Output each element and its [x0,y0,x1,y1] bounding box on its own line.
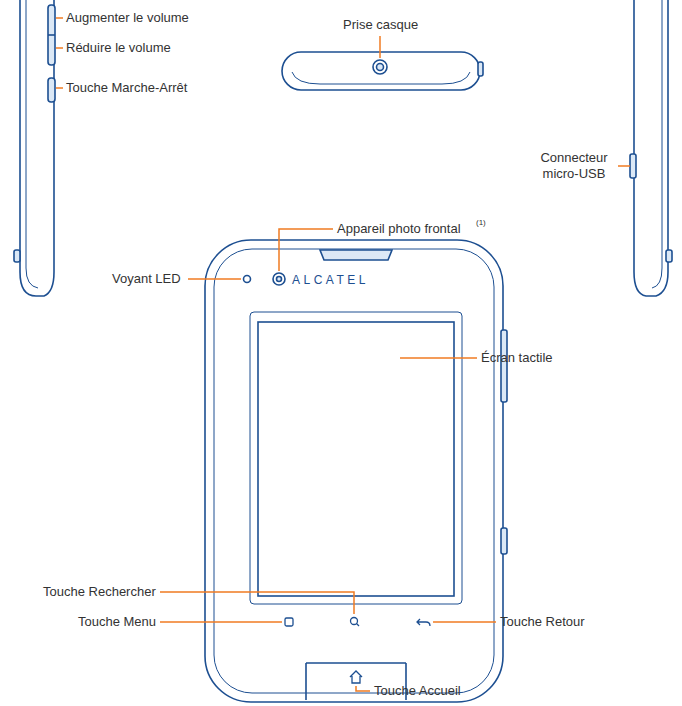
brand-logo: ALCATEL [292,272,369,288]
part-label: Touche Rechercher [43,584,156,600]
part-label: Touche Menu [78,614,156,630]
part-label: Connecteur micro-USB [530,150,618,182]
part-label: Appareil photo frontal [337,221,461,237]
part-label: Touche Marche-Arrêt [66,80,187,96]
part-label: Réduire le volume [66,40,171,56]
part-label: Touche Accueil [374,683,461,699]
footnote-mark: (1) [476,218,486,228]
part-label: Prise casque [343,17,418,33]
part-label: Touche Retour [500,614,585,630]
part-label: Voyant LED [112,271,181,287]
part-label: Augmenter le volume [66,10,189,26]
part-label: Écran tactile [481,350,553,366]
